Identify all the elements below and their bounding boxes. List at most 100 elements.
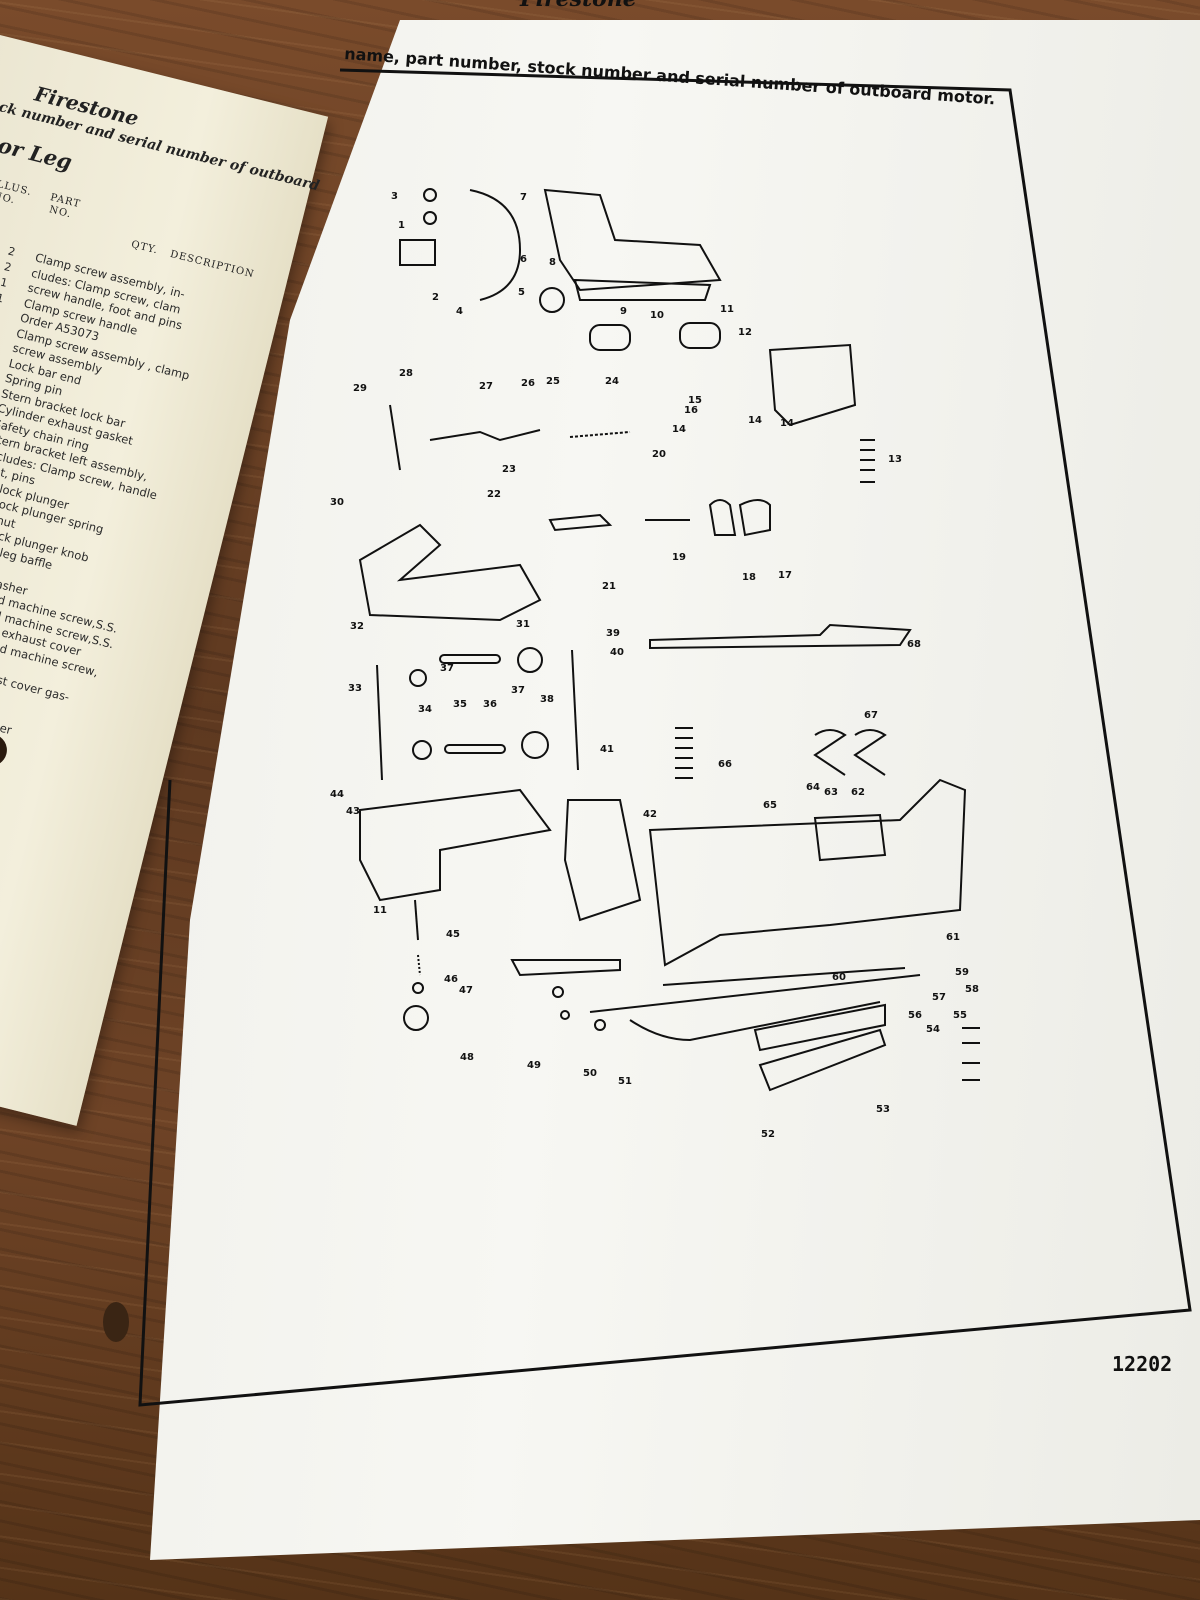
callout-48: 48 <box>460 1052 474 1063</box>
callout-55: 55 <box>953 1010 967 1021</box>
callout-31: 31 <box>516 619 530 630</box>
callout-64: 64 <box>806 782 820 793</box>
page-border <box>138 68 1192 1407</box>
callout-29: 29 <box>353 383 367 394</box>
pin-part <box>423 188 437 202</box>
callout-37: 37 <box>440 663 454 674</box>
washer-part-3 <box>409 669 427 687</box>
rod-part <box>389 404 401 471</box>
tilt-lever-part <box>548 513 613 532</box>
callout-49: 49 <box>527 1060 541 1071</box>
callout-59: 59 <box>955 967 969 978</box>
callout-24: 24 <box>605 376 619 387</box>
roller-part <box>589 324 631 351</box>
callout-8: 8 <box>549 257 556 268</box>
callout-1: 1 <box>398 220 405 231</box>
shaft-part <box>662 967 906 986</box>
callout-27: 27 <box>479 381 493 392</box>
clip-part <box>708 499 737 536</box>
callout-11: 11 <box>720 304 734 315</box>
main-page-brand: Firestone <box>520 0 637 12</box>
screw-set-part <box>675 727 693 779</box>
callout-13: 13 <box>888 454 902 465</box>
callout-58: 58 <box>965 984 979 995</box>
callout-51: 51 <box>618 1076 632 1087</box>
callout-53: 53 <box>876 1104 890 1115</box>
callout-62: 62 <box>851 787 865 798</box>
callout-68: 68 <box>907 639 921 650</box>
callout-63: 63 <box>824 787 838 798</box>
exhaust-seal-part <box>753 1003 886 1052</box>
plain-washer-part <box>560 1010 570 1020</box>
callout-28: 28 <box>399 368 413 379</box>
shift-rod-part <box>629 1001 881 1042</box>
callout-50: 50 <box>583 1068 597 1079</box>
callout-60: 60 <box>832 972 846 983</box>
motor-leg-housing-part <box>648 778 967 967</box>
callout-40: 40 <box>610 647 624 658</box>
callout-14: 14 <box>672 424 686 435</box>
parts-drawings <box>358 188 980 1092</box>
callout-34: 34 <box>418 704 432 715</box>
callout-54: 54 <box>926 1024 940 1035</box>
callout-17: 17 <box>778 570 792 581</box>
water-tube-part <box>758 1028 887 1092</box>
baffle-part <box>510 959 621 977</box>
callout-7: 7 <box>520 192 527 203</box>
callout-4: 4 <box>456 306 463 317</box>
screw-set-part-3 <box>962 1027 980 1081</box>
drive-shaft-part <box>589 974 921 1013</box>
binder-hole <box>103 1302 129 1342</box>
callout-56: 56 <box>908 1010 922 1021</box>
callout-37: 37 <box>511 685 525 696</box>
coil-spring-part <box>813 729 847 776</box>
callout-3: 3 <box>391 191 398 202</box>
callout-52: 52 <box>761 1129 775 1140</box>
callout-6: 6 <box>520 254 527 265</box>
callout-14: 14 <box>780 418 794 429</box>
link-part-2 <box>444 744 506 754</box>
callout-10: 10 <box>650 310 664 321</box>
callout-42: 42 <box>643 809 657 820</box>
exhaust-gasket-part <box>563 799 642 922</box>
callout-67: 67 <box>864 710 878 721</box>
callout-14: 14 <box>748 415 762 426</box>
callout-33: 33 <box>348 683 362 694</box>
callout-11: 11 <box>373 905 387 916</box>
callout-15: 15 <box>688 395 702 406</box>
callout-61: 61 <box>946 932 960 943</box>
main-catalog-page <box>150 20 1200 1560</box>
stern-bracket-right-part <box>358 523 542 622</box>
washer-part-5 <box>517 647 543 673</box>
callout-19: 19 <box>672 552 686 563</box>
callout-20: 20 <box>652 449 666 460</box>
callout-18: 18 <box>742 572 756 583</box>
plunger-spring-part <box>417 954 421 976</box>
callout-69: 69 <box>0 0 14 3</box>
callout-65: 65 <box>763 800 777 811</box>
callout-32: 32 <box>350 621 364 632</box>
callout-12: 12 <box>738 327 752 338</box>
link-part <box>439 654 501 664</box>
pin-rod-part <box>571 649 579 771</box>
callout-26: 26 <box>521 378 535 389</box>
coil-spring-part-2 <box>853 729 887 776</box>
callout-30: 30 <box>330 497 344 508</box>
hex-nut-part <box>412 982 424 994</box>
exhaust-cover-part <box>768 343 857 427</box>
callout-46: 46 <box>444 974 458 985</box>
callout-5: 5 <box>518 287 525 298</box>
pin-part-2 <box>423 211 437 225</box>
plunger-part <box>414 899 419 941</box>
callout-45: 45 <box>446 929 460 940</box>
clip-part-2 <box>738 499 771 537</box>
washer-part-6 <box>521 731 549 759</box>
callout-9: 9 <box>620 306 627 317</box>
callout-66: 66 <box>718 759 732 770</box>
roller-part-2 <box>679 322 721 349</box>
plunger-knob-part <box>403 1005 429 1031</box>
spring-part-2 <box>569 431 631 438</box>
callout-36: 36 <box>483 699 497 710</box>
